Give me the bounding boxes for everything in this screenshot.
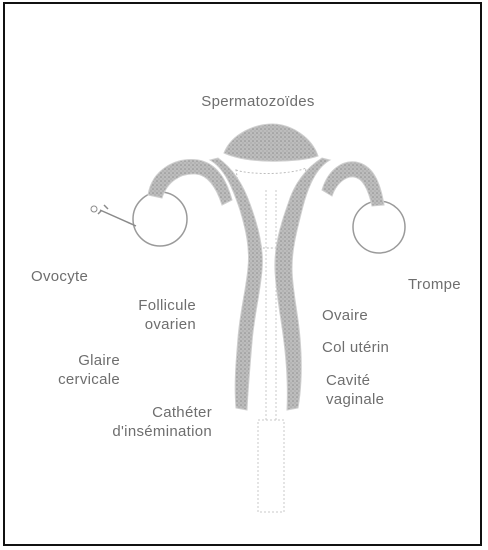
- label-ovocyte: Ovocyte: [31, 268, 88, 285]
- right-uterine-wall: [275, 158, 330, 410]
- uterine-fundus: [224, 124, 318, 161]
- label-ovaire: Ovaire: [322, 307, 368, 324]
- sperm-head: [91, 206, 97, 212]
- label-glaire-line1: Glaire: [28, 352, 120, 369]
- label-follicule-line1: Follicule: [100, 297, 196, 314]
- right-fallopian-tube: [322, 162, 384, 206]
- label-glaire-line2: cervicale: [28, 371, 120, 388]
- right-ovary: [353, 201, 405, 253]
- label-col-uterin: Col utérin: [322, 339, 389, 356]
- catheter-base: [258, 420, 284, 512]
- insemination-catheter: [266, 190, 276, 420]
- label-catheter-line2: d'insémination: [92, 423, 212, 440]
- label-spermatozoa: Spermatozoïdes: [168, 93, 348, 110]
- label-follicule-line2: ovarien: [100, 316, 196, 333]
- sperm-cluster: [98, 205, 136, 226]
- label-cavite-line2: vaginale: [326, 391, 384, 408]
- label-cavite-line1: Cavité: [326, 372, 370, 389]
- left-ovary: [133, 192, 187, 246]
- label-trompe: Trompe: [408, 276, 461, 293]
- left-uterine-wall: [210, 158, 262, 410]
- label-catheter-line1: Cathéter: [92, 404, 212, 421]
